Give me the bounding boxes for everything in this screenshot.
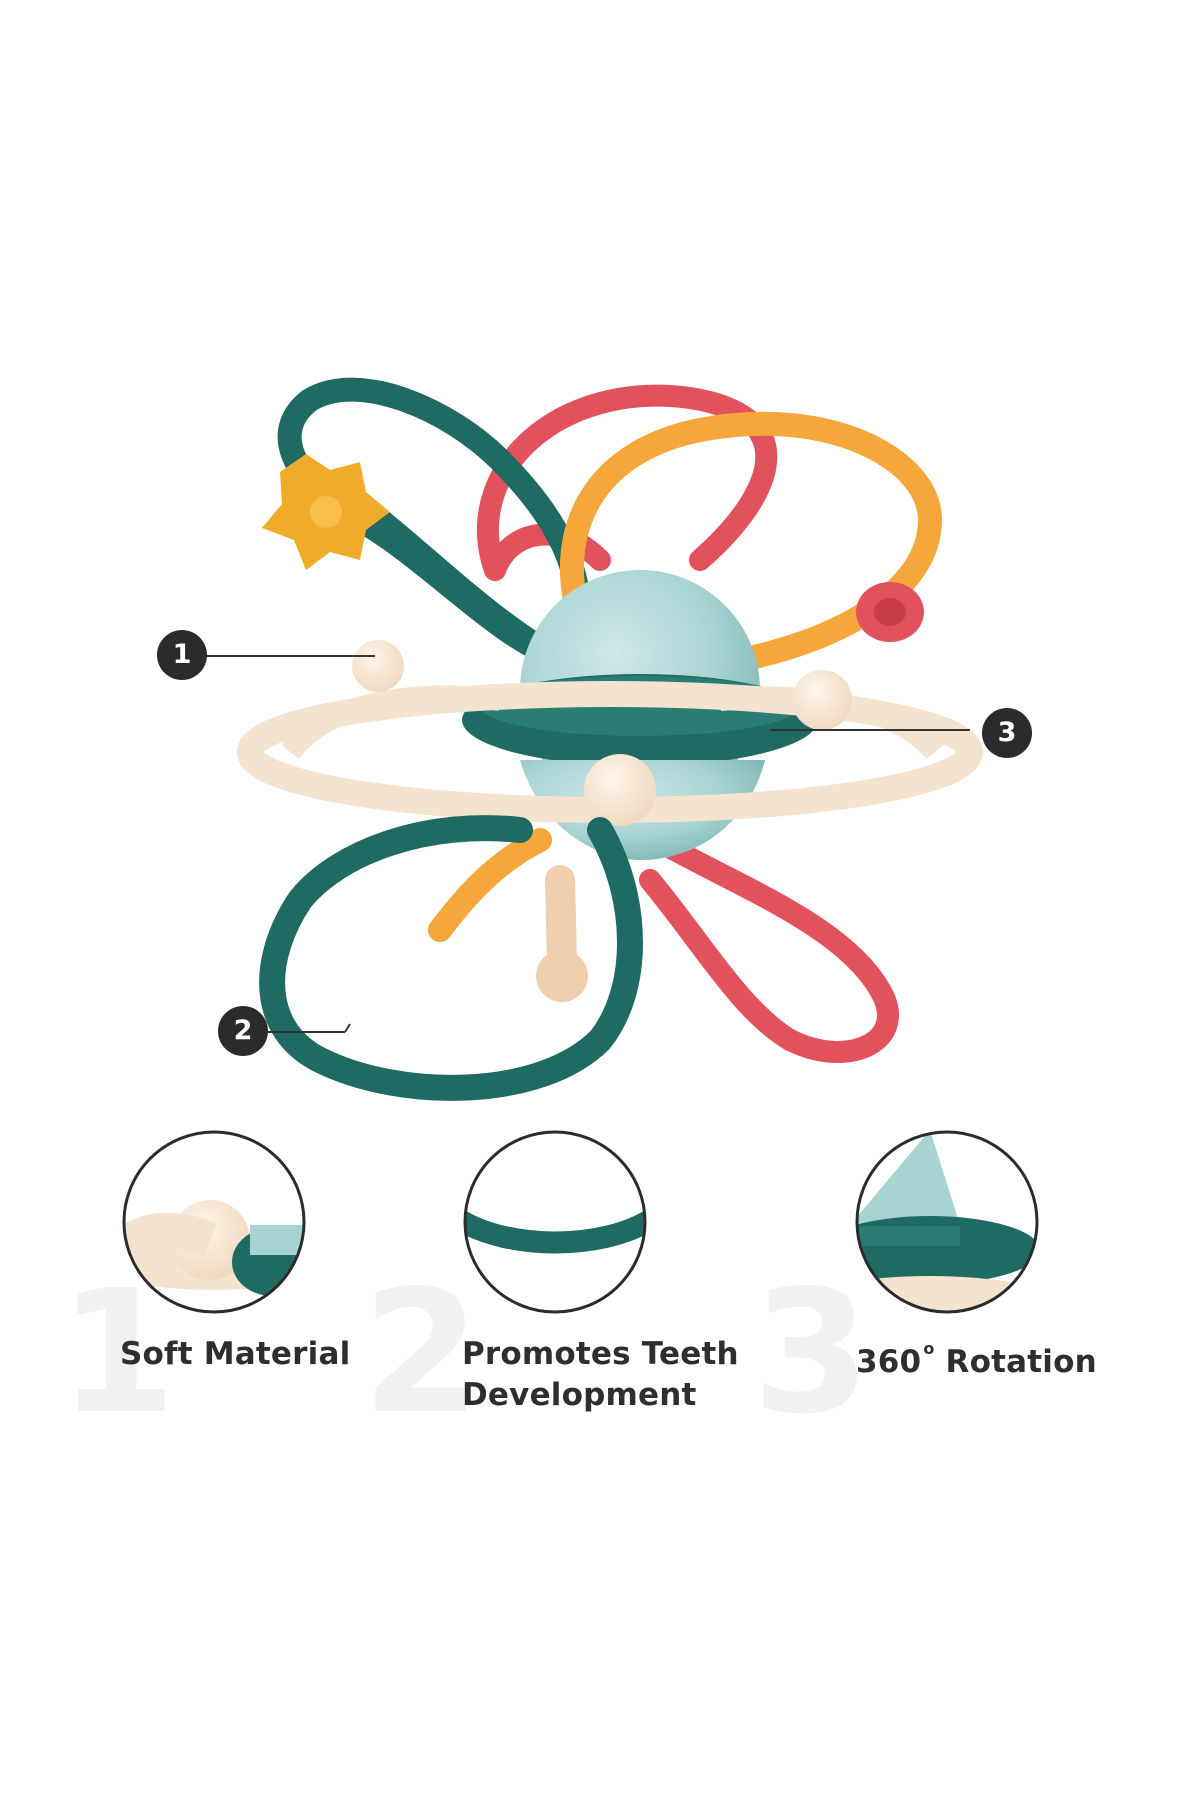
callout-number-1: 1	[172, 639, 192, 670]
callout-number-2: 2	[233, 1015, 253, 1046]
star-bead-icon	[262, 454, 390, 570]
callout-badge-3	[982, 708, 1032, 758]
feature-label-rotation-value: 360	[856, 1344, 922, 1380]
feature-label-teeth-line1: Promotes Teeth	[462, 1336, 739, 1372]
feature-label-soft-material: Soft Material	[120, 1336, 351, 1372]
callout-badge-2	[218, 1006, 268, 1056]
zoom-circle-rotation	[855, 1130, 1039, 1314]
feature-label-teeth: Promotes Teeth Development	[462, 1334, 739, 1416]
callout-badge-1	[157, 630, 207, 680]
feature-label-teeth-line2: Development	[462, 1376, 697, 1413]
zoom-circle-teeth	[463, 1130, 647, 1314]
toy-image	[237, 377, 983, 1101]
zoom-circle-soft-material	[122, 1130, 306, 1314]
watermark-number-3: 3	[752, 1254, 871, 1452]
watermark-number-1: 1	[58, 1254, 177, 1452]
ring-bead-icon	[856, 582, 924, 642]
watermark-number-2: 2	[362, 1254, 481, 1452]
callout-number-3: 3	[997, 717, 1017, 748]
feature-label-rotation-text: Rotation	[945, 1344, 1097, 1380]
degree-symbol: o	[923, 1339, 935, 1358]
